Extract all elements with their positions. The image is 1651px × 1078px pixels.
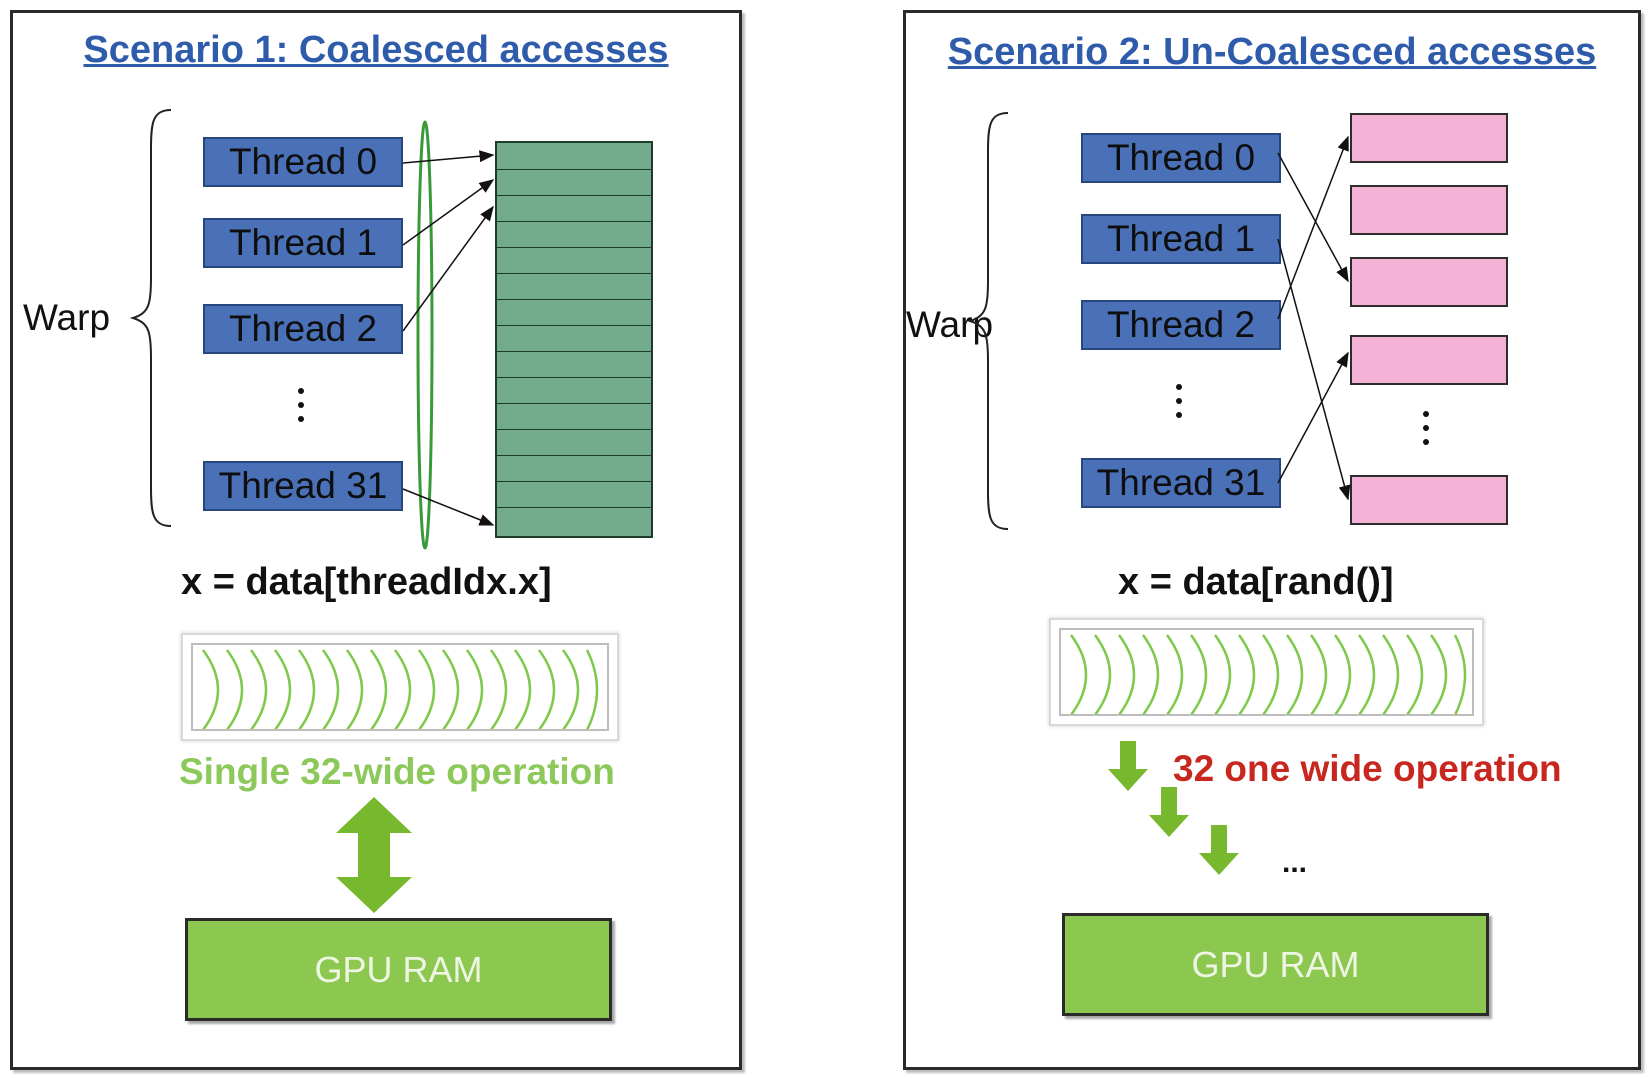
thread-1-box: Thread 1	[1081, 214, 1281, 264]
curly-brace-icon	[129, 109, 172, 527]
vertical-ellipsis	[1423, 411, 1429, 453]
wave-box	[181, 633, 619, 741]
wave-box	[1049, 618, 1484, 726]
down-arrow-icon	[1199, 825, 1239, 875]
thread-0-box: Thread 0	[1081, 133, 1281, 183]
memory-cell-3	[1350, 257, 1508, 307]
uncoalesced-arrows	[1277, 135, 1351, 501]
ellipsis: ...	[1282, 846, 1308, 879]
memory-cell-2	[1350, 185, 1508, 235]
thread-1-box: Thread 1	[203, 218, 403, 268]
multiple-operations-label: 32 one wide operation	[1173, 748, 1562, 789]
memory-cell-5	[1350, 475, 1508, 525]
single-operation-label: Single 32-wide operation	[179, 751, 615, 792]
thread-31-box: Thread 31	[1081, 458, 1281, 508]
wave-pattern-icon	[201, 649, 599, 729]
down-arrow-icon	[1149, 787, 1189, 837]
scenario2-title: Scenario 2: Un-Coalesced accesses	[947, 31, 1597, 73]
scenario1-title: Scenario 1: Coalesced accesses	[83, 29, 669, 71]
code-expression: x = data[rand()]	[1118, 561, 1394, 603]
gpu-ram-box: GPU RAM	[1062, 913, 1489, 1016]
curly-brace-icon	[966, 112, 1009, 530]
green-ellipse-icon	[416, 120, 434, 550]
scenario1-panel: Scenario 1: Coalesced accesses Warp Thre…	[10, 10, 742, 1070]
thread-2-box: Thread 2	[1081, 300, 1281, 350]
coalesced-memory-block	[495, 141, 653, 538]
vertical-ellipsis	[1176, 384, 1182, 426]
double-arrow-icon	[336, 797, 412, 913]
thread-31-box: Thread 31	[203, 461, 403, 511]
down-arrow-icon	[1108, 741, 1148, 791]
gpu-ram-box: GPU RAM	[185, 918, 612, 1021]
memory-cell-4	[1350, 335, 1508, 385]
code-expression: x = data[threadIdx.x]	[181, 561, 552, 603]
vertical-ellipsis	[298, 388, 304, 430]
scenario2-panel: Scenario 2: Un-Coalesced accesses Warp T…	[903, 10, 1641, 1070]
memory-cell-1	[1350, 113, 1508, 163]
wave-pattern-icon	[1069, 634, 1467, 714]
thread-2-box: Thread 2	[203, 304, 403, 354]
coalesced-arrows	[402, 150, 495, 526]
thread-0-box: Thread 0	[203, 137, 403, 187]
warp-label: Warp	[23, 297, 111, 338]
